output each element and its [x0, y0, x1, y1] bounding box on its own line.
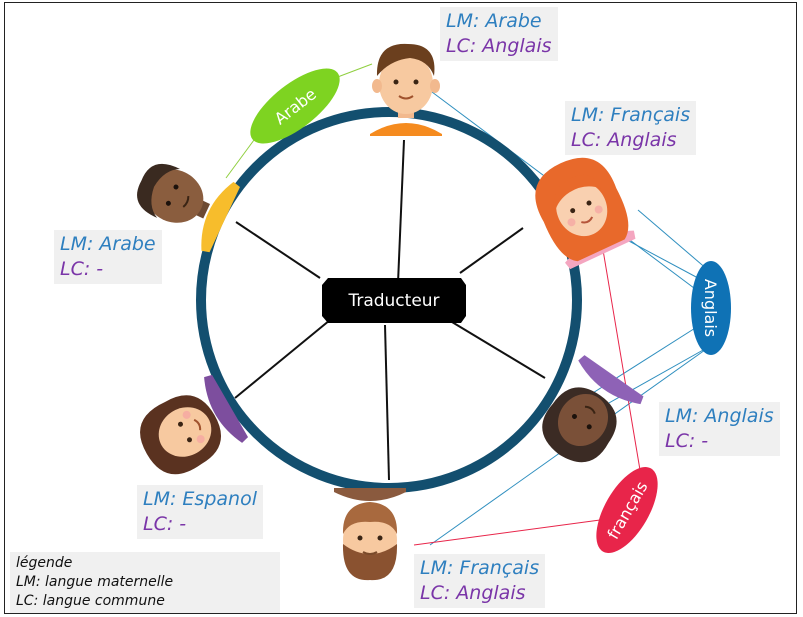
avatar-bottom	[334, 488, 406, 581]
label-lower-left-lm: LM: Espanol	[143, 488, 257, 510]
francais-bubble: français	[596, 467, 658, 553]
label-lower-left-lc: LC: -	[143, 513, 187, 535]
label-top-lc: LC: Anglais	[446, 35, 552, 57]
link-upper-right-francais	[599, 231, 641, 471]
label-bottom-lm: LM: Français	[420, 557, 540, 579]
label-right-lc: LC: -	[665, 430, 709, 452]
label-upper-left-lc: LC: -	[60, 258, 104, 280]
label-lower-left: LM: Espanol LC: -	[137, 485, 263, 539]
spoke-bottom	[384, 324, 390, 481]
translator-box	[322, 278, 466, 323]
legend-title: légende	[16, 555, 73, 571]
link-upper-right-anglais-a	[637, 209, 709, 271]
label-right-lm: LM: Anglais	[665, 405, 774, 427]
link-top-arabe	[334, 63, 373, 79]
label-upper-right-lm: LM: Français	[571, 104, 691, 126]
translator-label: Traducteur	[347, 291, 439, 311]
label-upper-right: LM: Français LC: Anglais	[565, 101, 697, 155]
label-bottom: LM: Français LC: Anglais	[414, 554, 546, 608]
anglais-bubble: Anglais	[691, 261, 731, 355]
avatar-upper-right	[535, 157, 636, 270]
label-upper-right-lc: LC: Anglais	[571, 129, 677, 151]
avatar-top	[370, 43, 442, 136]
legend-lc: LC: langue commune	[16, 593, 165, 609]
link-anglais-right-b	[599, 344, 713, 409]
spokes	[234, 139, 546, 481]
legend: légende LM: langue maternelle LC: langue…	[10, 552, 280, 613]
anglais-bubble-label: Anglais	[701, 279, 720, 337]
spoke-top	[397, 139, 405, 284]
label-bottom-lc: LC: Anglais	[420, 582, 526, 604]
link-arabe-upper-left	[225, 139, 255, 179]
label-right: LM: Anglais LC: -	[659, 402, 780, 456]
avatar-upper-left	[137, 163, 240, 253]
label-top: LM: Arabe LC: Anglais	[440, 7, 558, 61]
spoke-upper-right	[459, 227, 524, 274]
spoke-right	[451, 321, 546, 379]
label-upper-left-lm: LM: Arabe	[60, 233, 156, 255]
spoke-upper-left	[235, 221, 321, 279]
spoke-lower-left	[234, 319, 331, 399]
link-francais-bottom	[413, 519, 601, 546]
label-upper-left: LM: Arabe LC: -	[54, 230, 162, 284]
label-top-lm: LM: Arabe	[446, 10, 542, 32]
avatar-lower-left	[140, 374, 249, 475]
avatar-right	[542, 355, 644, 463]
legend-lm: LM: langue maternelle	[16, 574, 174, 590]
